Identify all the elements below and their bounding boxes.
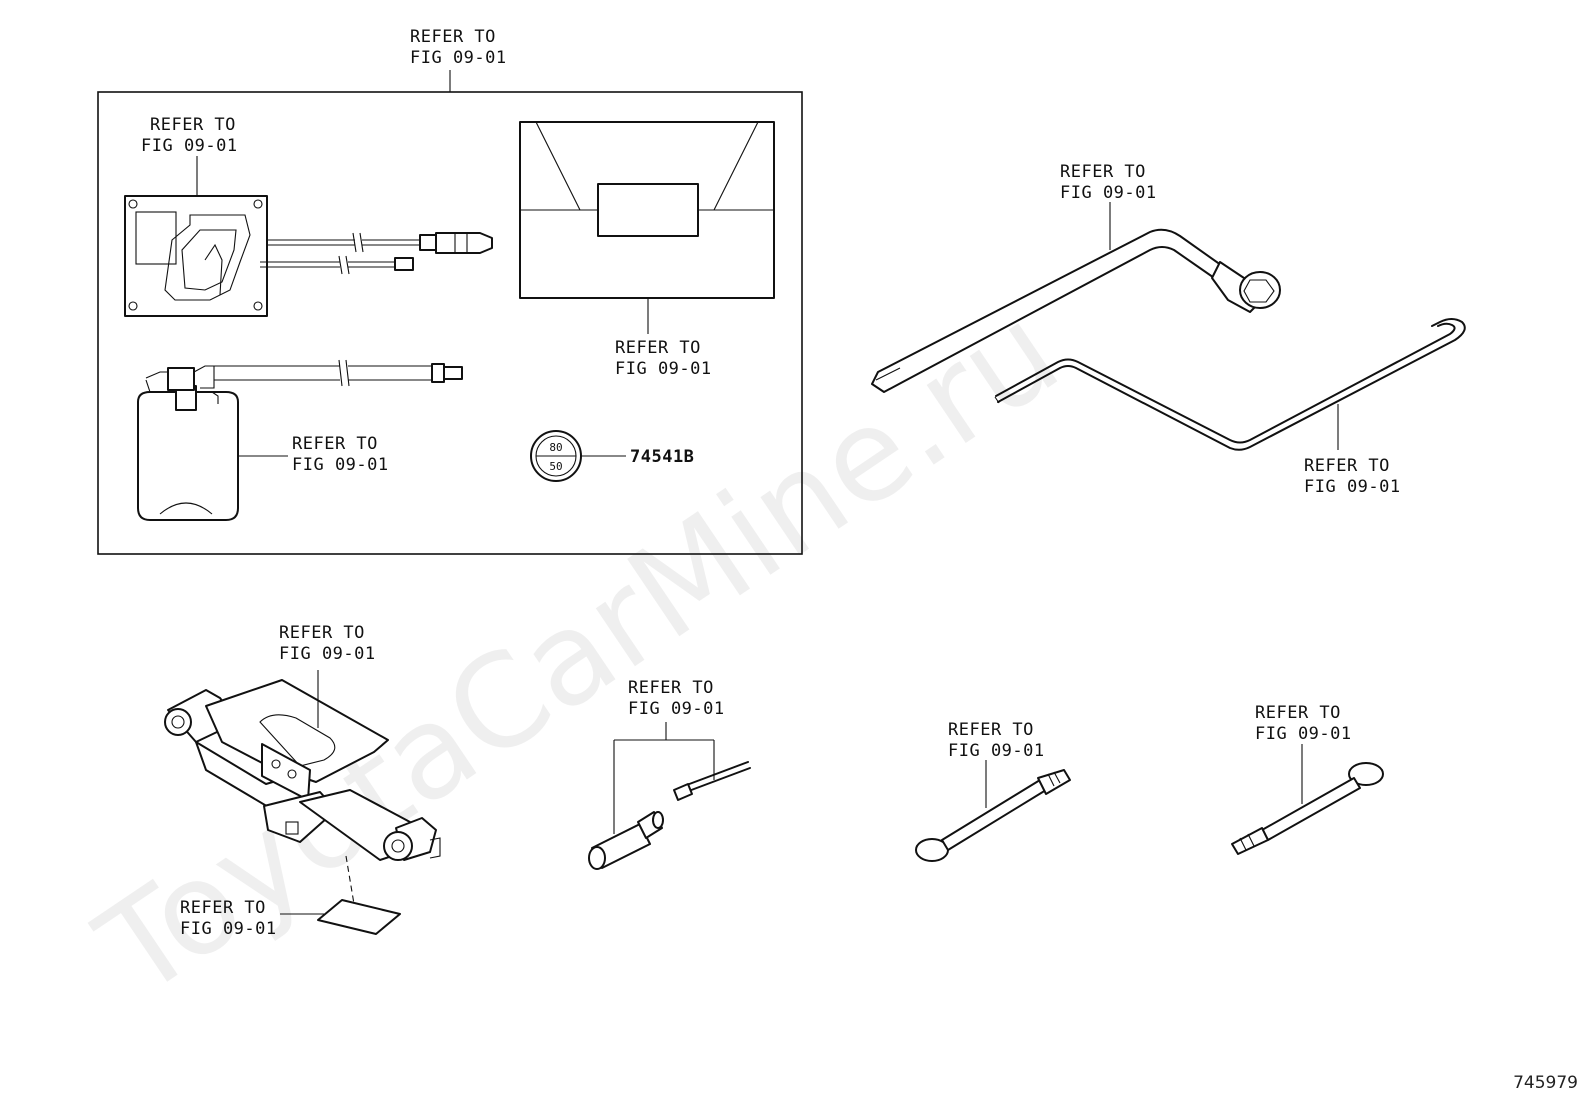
callout-line2: FIG 09-01	[141, 136, 238, 156]
speed-label-part[interactable]: 80 50	[530, 430, 582, 482]
callout-line2: FIG 09-01	[279, 644, 376, 664]
callout-line1: REFER TO	[948, 720, 1034, 740]
instruction-envelope-part[interactable]	[519, 121, 775, 299]
callout-jack[interactable]: REFER TO FIG 09-01	[279, 623, 376, 664]
callout-envelope[interactable]: REFER TO FIG 09-01	[615, 338, 712, 379]
jack-handle-part[interactable]	[994, 318, 1466, 451]
socket-adapter-part[interactable]	[588, 761, 751, 870]
callout-line2: FIG 09-01	[180, 919, 277, 939]
callout-line2: FIG 09-01	[1060, 183, 1157, 203]
callout-line1: REFER TO	[1255, 703, 1341, 723]
callout-line2: FIG 09-01	[292, 455, 389, 475]
callout-line1: REFER TO	[292, 434, 378, 454]
callout-tool-2[interactable]: REFER TO FIG 09-01	[1255, 703, 1352, 744]
callout-line2: FIG 09-01	[1304, 477, 1401, 497]
speed-label-top: 80	[549, 441, 562, 454]
callout-line2: FIG 09-01	[1255, 724, 1352, 744]
callout-line1: REFER TO	[628, 678, 714, 698]
scissor-jack-part[interactable]	[164, 679, 441, 861]
callout-socket[interactable]: REFER TO FIG 09-01	[628, 678, 725, 719]
lug-wrench-part[interactable]	[871, 228, 1281, 393]
callout-line1: REFER TO	[410, 27, 496, 47]
sealant-bottle-part[interactable]	[137, 359, 463, 521]
callout-jack-label[interactable]: REFER TO FIG 09-01	[180, 898, 277, 939]
part-number-label[interactable]: 74541B	[630, 447, 694, 467]
callout-line1: REFER TO	[150, 115, 236, 135]
jack-label-part[interactable]	[317, 899, 401, 935]
callout-compressor[interactable]: REFER TO FIG 09-01	[141, 115, 238, 156]
callout-line1: REFER TO	[279, 623, 365, 643]
callout-line1: REFER TO	[1060, 162, 1146, 182]
tow-eye-tool-part-1[interactable]	[915, 769, 1071, 862]
callout-tool-1[interactable]: REFER TO FIG 09-01	[948, 720, 1045, 761]
sheet-id: 745979	[1513, 1073, 1578, 1093]
callout-jack-handle[interactable]: REFER TO FIG 09-01	[1304, 456, 1401, 497]
compressor-part[interactable]	[124, 195, 493, 317]
callout-lug-wrench[interactable]: REFER TO FIG 09-01	[1060, 162, 1157, 203]
tow-eye-tool-part-2[interactable]	[1231, 762, 1384, 855]
speed-label-bottom: 50	[549, 460, 562, 473]
callout-line1: REFER TO	[180, 898, 266, 918]
callout-bottle[interactable]: REFER TO FIG 09-01	[292, 434, 389, 475]
callout-kit-frame[interactable]: REFER TO FIG 09-01	[410, 27, 507, 68]
callout-line2: FIG 09-01	[628, 699, 725, 719]
callout-line2: FIG 09-01	[410, 48, 507, 68]
callout-line2: FIG 09-01	[948, 741, 1045, 761]
callout-line1: REFER TO	[1304, 456, 1390, 476]
callout-line1: REFER TO	[615, 338, 701, 358]
callout-line2: FIG 09-01	[615, 359, 712, 379]
